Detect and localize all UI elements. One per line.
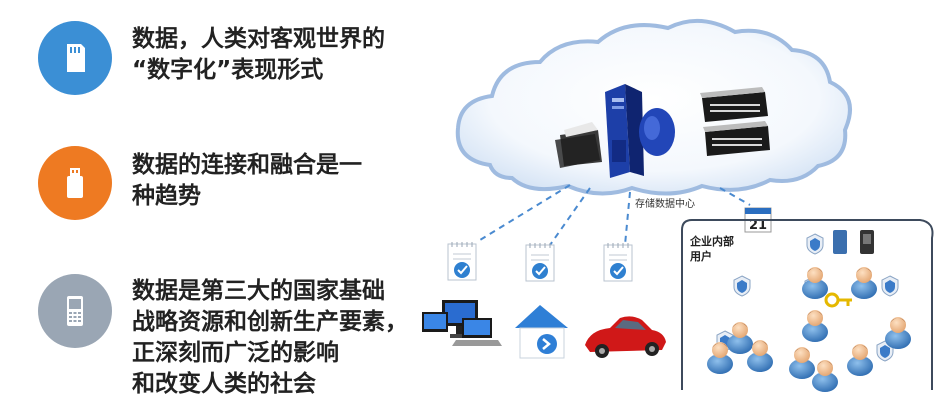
- bullet-3-line-3: 正深刻而广泛的影响: [132, 340, 339, 366]
- bullet-text-2: 数据的连接和融合是一 种趋势: [132, 150, 362, 212]
- bullet-1-line-2: “数字化”表现形式: [132, 57, 324, 83]
- mobile-phone-icon: [67, 296, 83, 326]
- document-check-icon: [525, 242, 555, 282]
- user-icon: [802, 310, 828, 342]
- user-icon: [812, 360, 838, 392]
- key-icon: [824, 292, 852, 308]
- server-rack-icon: [700, 87, 770, 156]
- cloud-shape: [455, 18, 852, 196]
- enterprise-box: [681, 219, 934, 390]
- bullet-3-line-2: 战略资源和创新生产要素，: [132, 309, 408, 335]
- usb-drive-icon: [67, 168, 83, 198]
- document-check-icon: [603, 242, 633, 282]
- user-icon: [802, 267, 828, 299]
- enterprise-label-2: 用户: [690, 249, 712, 263]
- network-diagram: 存储数据中心 21: [420, 0, 941, 412]
- user-icon: [851, 267, 877, 299]
- data-center-label: 存储数据中心: [635, 197, 695, 210]
- server-tower-icon: [605, 84, 675, 178]
- security-devices: [716, 230, 899, 362]
- bullet-1-line-1: 数据，人类对客观世界的: [132, 26, 385, 52]
- computer-icon: [422, 300, 502, 346]
- sd-card-icon: [67, 44, 85, 72]
- user-icon: [727, 322, 753, 354]
- bullet-text-3: 数据是第三大的国家基础 战略资源和创新生产要素， 正深刻而广泛的影响 和改变人类…: [132, 276, 408, 400]
- bullet-2-line-2: 种趋势: [132, 183, 201, 209]
- bullet-3-line-4: 和改变人类的社会: [132, 371, 316, 397]
- bullet-phone: [38, 274, 112, 348]
- user-icon: [847, 344, 873, 376]
- bullet-usb: [38, 146, 112, 220]
- connection-lines: [479, 184, 751, 246]
- bullet-sd-card: [38, 21, 112, 95]
- calendar-day: 21: [749, 218, 767, 233]
- car-icon: [585, 316, 666, 358]
- enterprise-label-1: 企业内部: [689, 234, 734, 248]
- document-check-icon: [447, 241, 477, 281]
- user-icon: [885, 317, 911, 349]
- folder-icon: [555, 122, 602, 168]
- user-icon: [789, 347, 815, 379]
- bullet-2-line-1: 数据的连接和融合是一: [132, 152, 362, 178]
- bullet-text-1: 数据，人类对客观世界的 “数字化”表现形式: [132, 24, 385, 86]
- bullet-3-line-1: 数据是第三大的国家基础: [132, 278, 385, 304]
- house-icon: [515, 305, 568, 359]
